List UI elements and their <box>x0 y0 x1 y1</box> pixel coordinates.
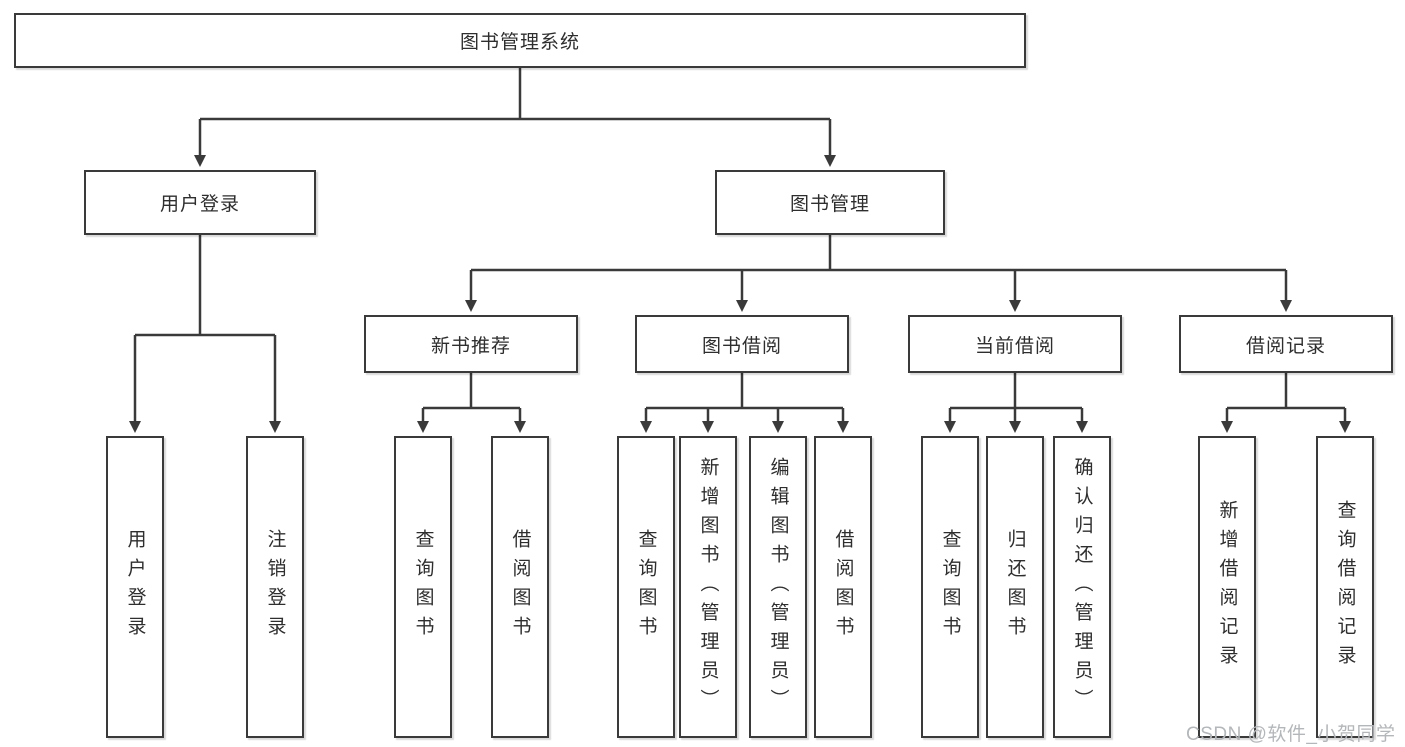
node-book-management: 图书管理 <box>715 170 945 235</box>
leaf-user-login: 用户登录 <box>106 436 164 738</box>
leaf-borrow-books-2: 借阅图书 <box>814 436 872 738</box>
leaf-logout: 注销登录 <box>246 436 304 738</box>
leaf-label: 查询图书 <box>412 529 434 645</box>
leaf-confirm-return-admin: 确认归还（管理员） <box>1053 436 1111 738</box>
leaf-label: 新增图书（管理员） <box>697 456 719 718</box>
csdn-watermark: CSDN @软件_小贺同学 <box>1186 724 1396 745</box>
node-book-borrow: 图书借阅 <box>635 315 849 373</box>
leaf-add-books-admin: 新增图书（管理员） <box>679 436 737 738</box>
leaf-query-borrow-record: 查询借阅记录 <box>1316 436 1374 738</box>
leaf-label: 编辑图书（管理员） <box>767 456 789 718</box>
leaf-label: 查询图书 <box>635 529 657 645</box>
leaf-edit-books-admin: 编辑图书（管理员） <box>749 436 807 738</box>
leaf-label: 借阅图书 <box>509 529 531 645</box>
node-current-borrow: 当前借阅 <box>908 315 1122 373</box>
node-root: 图书管理系统 <box>14 13 1026 68</box>
node-user-login: 用户登录 <box>84 170 316 235</box>
leaf-query-books-3: 查询图书 <box>921 436 979 738</box>
leaf-borrow-books-1: 借阅图书 <box>491 436 549 738</box>
leaf-label: 查询借阅记录 <box>1334 500 1356 674</box>
leaf-query-books-1: 查询图书 <box>394 436 452 738</box>
node-new-book-recommend: 新书推荐 <box>364 315 578 373</box>
node-borrow-records: 借阅记录 <box>1179 315 1393 373</box>
leaf-label: 用户登录 <box>124 529 146 645</box>
leaf-label: 确认归还（管理员） <box>1071 456 1093 718</box>
leaf-return-books: 归还图书 <box>986 436 1044 738</box>
leaf-add-borrow-record: 新增借阅记录 <box>1198 436 1256 738</box>
leaf-label: 注销登录 <box>264 529 286 645</box>
leaf-label: 借阅图书 <box>832 529 854 645</box>
leaf-label: 归还图书 <box>1004 529 1026 645</box>
leaf-query-books-2: 查询图书 <box>617 436 675 738</box>
leaf-label: 查询图书 <box>939 529 961 645</box>
leaf-label: 新增借阅记录 <box>1216 500 1238 674</box>
